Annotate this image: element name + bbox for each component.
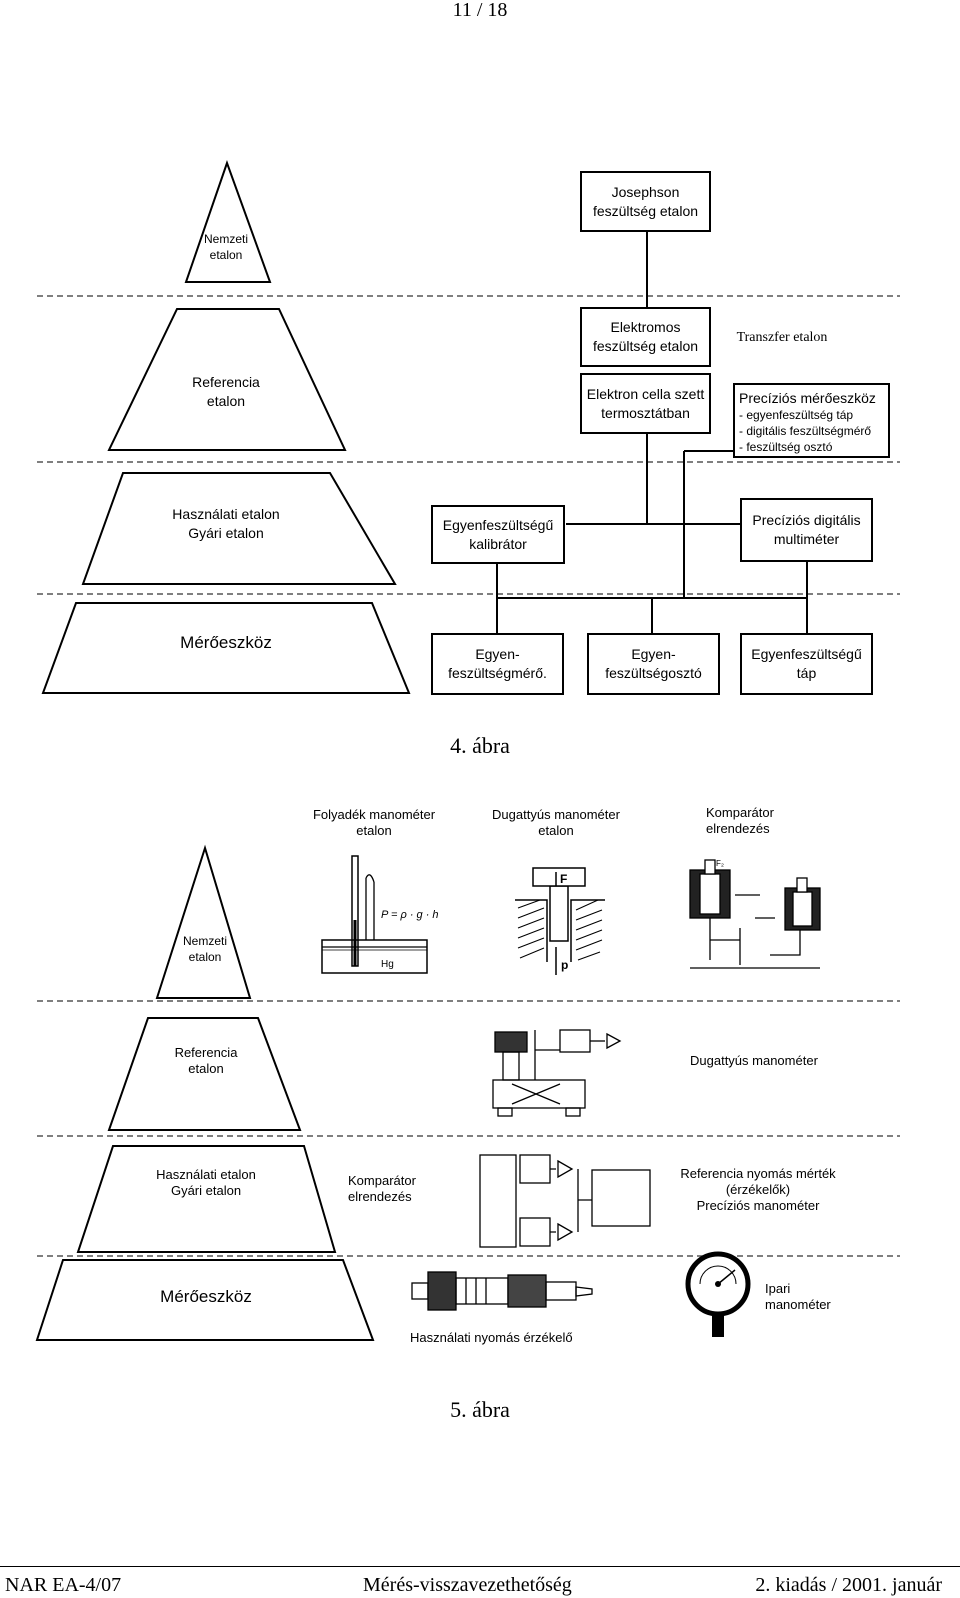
footer-document-id: NAR EA-4/07 (5, 1574, 122, 1596)
figure-4-caption: 4. ábra (450, 733, 510, 758)
page-number: 11 / 18 (452, 0, 508, 21)
pyramid-tier-working (81, 472, 397, 585)
industrial-gauge-drawing (685, 1251, 751, 1337)
comparator-row-drawing (479, 1154, 651, 1248)
formula-label: P = ρ · g · h (381, 909, 439, 921)
pressure-label: p (561, 958, 569, 972)
figure-4-lines (37, 159, 900, 694)
pyramid-tier-instrument (35, 1259, 375, 1341)
tier-label-instrument: Mérőeszköz (160, 1287, 252, 1306)
pyramid-tier-national (184, 159, 272, 283)
pyramid-tier-reference (107, 308, 347, 451)
footer-edition: 2. kiadás / 2001. január (755, 1574, 942, 1596)
figure-5-caption: 5. ábra (450, 1397, 510, 1422)
force-label: F (560, 872, 568, 886)
reference-sensor-label: Referencia nyomás mérték(érzékelők)Precí… (680, 1166, 836, 1213)
tier-label-instrument: Mérőeszköz (180, 633, 272, 652)
piston-gauge-label: Dugattyús manométer (690, 1053, 818, 1068)
comparator-drawing (689, 859, 821, 969)
footer-title: Mérés-visszavezethetőség (363, 1574, 572, 1596)
pressure-sensor-label: Használati nyomás érzékelő (410, 1330, 573, 1345)
pyramid-tier-reference (107, 1017, 302, 1131)
pyramid-tier-instrument (41, 602, 411, 694)
transfer-standard-label: Transzfer etalon (736, 330, 828, 345)
svg-text:F₂: F₂ (716, 859, 724, 868)
precision-instrument-box: Precíziós mérőeszköz - egyenfeszültség t… (733, 383, 890, 458)
page-footer: NAR EA-4/07 Mérés-visszavezethetőség 2. … (0, 1566, 960, 1598)
liquid-manometer-drawing (321, 855, 428, 974)
piston-manometer-drawing (515, 867, 605, 975)
divider-box: Egyen-feszültségosztó (587, 633, 720, 695)
figure-5-drawing: F₂ (35, 844, 900, 1341)
pyramid-tier-working (76, 1145, 337, 1253)
piston-gauge-drawing (492, 1029, 622, 1117)
pressure-sensor-drawing (411, 1271, 593, 1311)
pyramid-tier-national (155, 844, 252, 999)
voltmeter-box: Egyen-feszültségmérő. (431, 633, 564, 695)
hg-label: Hg (381, 959, 394, 970)
